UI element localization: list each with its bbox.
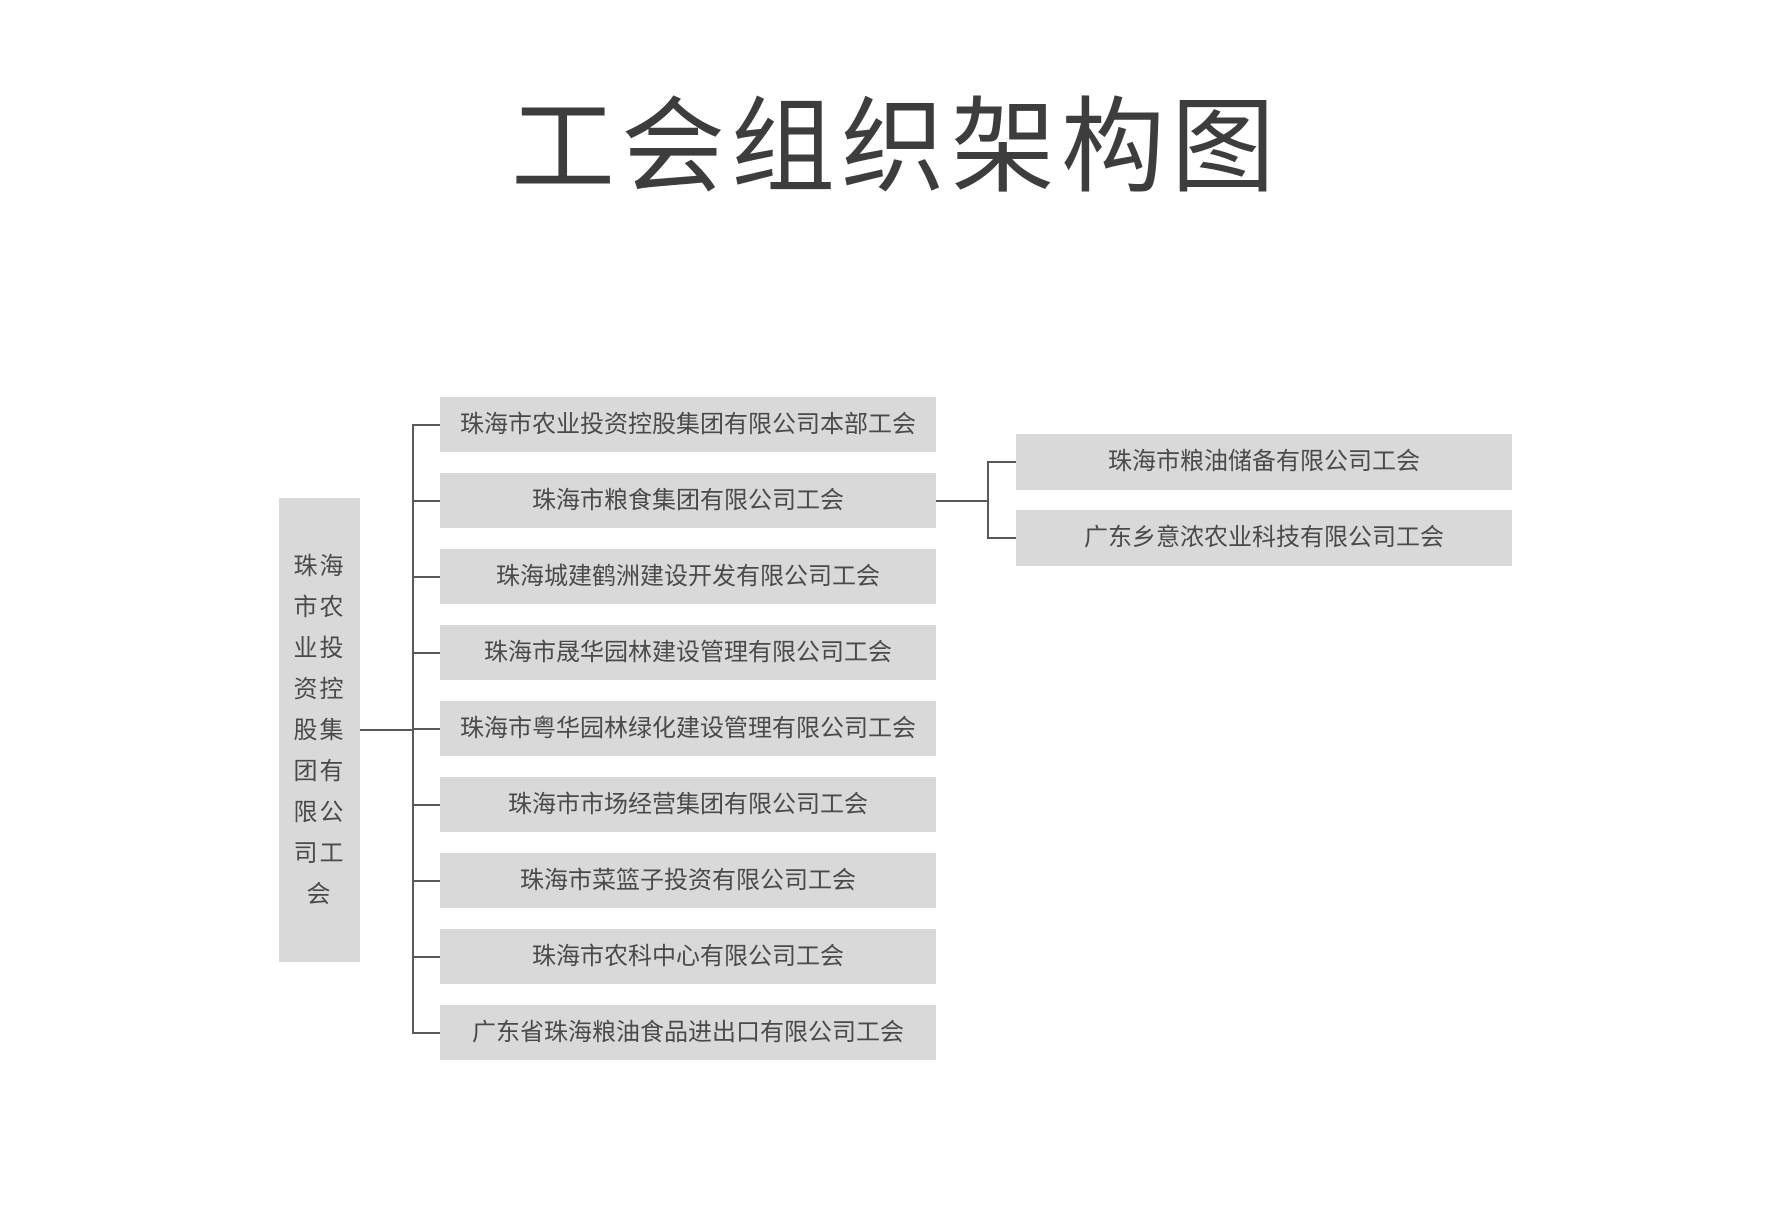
org-node-xiangyinong: 广东乡意浓农业科技有限公司工会 xyxy=(1016,510,1512,566)
org-node-benbu: 珠海市农业投资控股集团有限公司本部工会 xyxy=(440,397,936,452)
org-node-chengjian: 珠海城建鹤洲建设开发有限公司工会 xyxy=(440,549,936,604)
connector-branch2-vertical xyxy=(987,461,989,539)
connector-stub-9 xyxy=(412,1032,440,1034)
connector-stub-7 xyxy=(412,880,440,882)
org-node-liangshi: 珠海市粮食集团有限公司工会 xyxy=(440,473,936,528)
org-node-cailanzi: 珠海市菜篮子投资有限公司工会 xyxy=(440,853,936,908)
org-node-yuehua: 珠海市粤华园林绿化建设管理有限公司工会 xyxy=(440,701,936,756)
connector-stub-2 xyxy=(412,500,440,502)
org-node-shichang: 珠海市市场经营集团有限公司工会 xyxy=(440,777,936,832)
connector-stub-4 xyxy=(412,652,440,654)
page-title: 工会组织架构图 xyxy=(510,90,1281,206)
org-node-root: 珠海市农业投资控股集团有限公司工会 xyxy=(279,498,360,962)
connector-branch2-stub-bottom xyxy=(987,537,1016,539)
connector-stub-5 xyxy=(412,728,440,730)
connector-stub-8 xyxy=(412,956,440,958)
connector-stub-3 xyxy=(412,576,440,578)
connector-branch2-stub-top xyxy=(987,461,1016,463)
org-node-liangyou-chubei: 珠海市粮油储备有限公司工会 xyxy=(1016,434,1512,490)
org-node-jinchukou: 广东省珠海粮油食品进出口有限公司工会 xyxy=(440,1005,936,1060)
connector-branch2-out xyxy=(936,500,987,502)
org-node-shenghua: 珠海市晟华园林建设管理有限公司工会 xyxy=(440,625,936,680)
connector-root-to-trunk xyxy=(360,729,412,731)
connector-stub-6 xyxy=(412,804,440,806)
org-node-nongke: 珠海市农科中心有限公司工会 xyxy=(440,929,936,984)
connector-stub-1 xyxy=(412,424,440,426)
